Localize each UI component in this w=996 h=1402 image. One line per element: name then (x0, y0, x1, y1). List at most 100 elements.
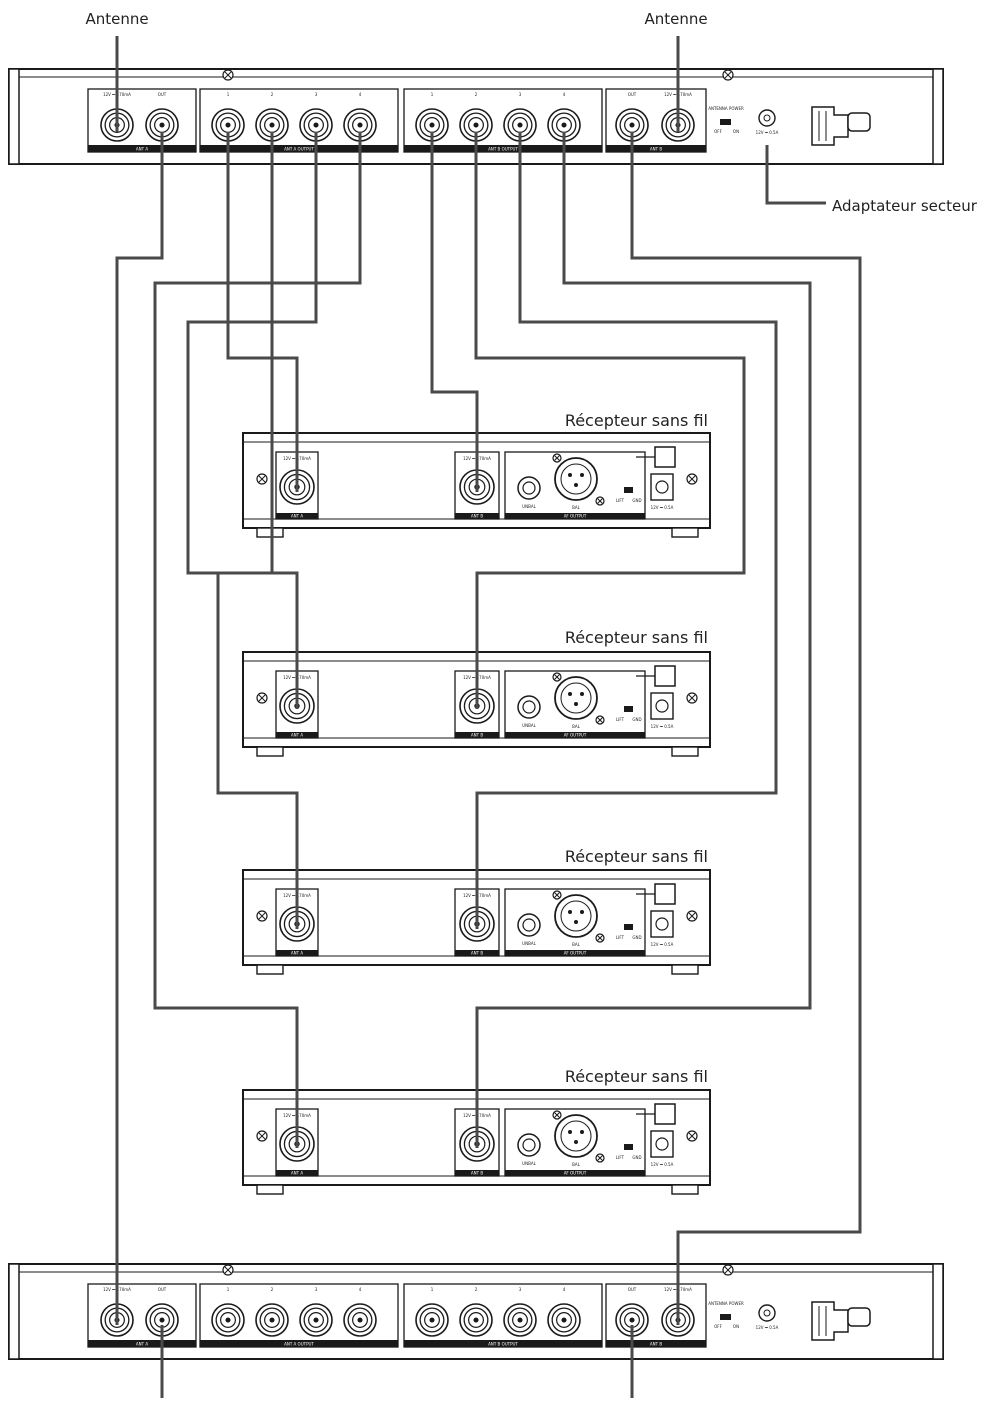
output-a-connector-1-pin (225, 1317, 231, 1323)
receiver-foot-left (256, 1184, 284, 1195)
af-output-label-bar-text: AF OUTPUT (564, 514, 587, 519)
unbal-jack-inner (522, 1138, 536, 1152)
cable-cascade-b-out-to-in (630, 132, 862, 1325)
output-b-connector-2-pin (473, 1317, 479, 1323)
cable-clamp (811, 1301, 871, 1341)
clamp-plug (847, 112, 871, 132)
receiver-screw-right (686, 473, 698, 485)
xlr-release-screw (595, 933, 605, 943)
xlr-release-screw-slot2 (597, 717, 603, 723)
clamp-body (811, 106, 849, 146)
output-b-connector-4-pin (561, 122, 567, 128)
receiver-dc-jack-hole (655, 480, 669, 494)
output-b-label-bar (404, 1340, 602, 1347)
output-a-number-1: 1 (227, 1287, 230, 1292)
output-a-connector-2 (255, 1303, 289, 1337)
clamp-plug (847, 1307, 871, 1327)
xlr-pin-2 (580, 910, 584, 914)
cable-out-a2-to-rx3-a (216, 132, 299, 929)
dc-in-pin (763, 1309, 771, 1317)
ground-lift-label: LIFT (616, 717, 625, 722)
output-a-label-bar (200, 1340, 398, 1347)
receiver-screw-left (256, 692, 268, 704)
af-output-label-bar (505, 950, 645, 956)
xlr-latch-screw-slot2 (554, 1112, 560, 1118)
ant-b-out-label: OUT (628, 92, 637, 97)
output-a-label-bar-text: ANT A OUTPUT (284, 147, 314, 152)
receiver-label-2: Récepteur sans fil (565, 628, 708, 647)
receiver-label-1: Récepteur sans fil (565, 411, 708, 430)
ant-b-label-bar-text: ANT B (650, 1342, 662, 1347)
receiver-ant-b-label-bar (455, 1170, 499, 1176)
output-b-number-3: 3 (519, 92, 522, 97)
output-b-connector-2 (459, 1303, 493, 1337)
xlr-pin-1 (568, 692, 572, 696)
output-a-connector-2-pin (269, 122, 275, 128)
booster-on-label: ON (733, 1324, 739, 1329)
receiver-screw-right-slot2 (688, 912, 696, 920)
output-b-connector-3-pin (517, 1317, 523, 1323)
output-a-connector-3-pin (313, 1317, 319, 1323)
distributor-screw-right-slot2 (724, 1266, 732, 1274)
receiver-foot-right (671, 527, 699, 538)
output-b-connector-2-pin (473, 122, 479, 128)
cable-out-a1-to-rx1-a (226, 132, 299, 492)
output-a-connector-1 (211, 108, 245, 142)
receiver-ant-a-label-bar-text: ANT A (291, 733, 303, 738)
receiver-screw-left-slot2 (258, 694, 266, 702)
output-b-number-2: 2 (475, 92, 478, 97)
unbal-label: UNBAL (522, 504, 536, 509)
af-output-label-bar-text: AF OUTPUT (564, 1171, 587, 1176)
booster-off-label: OFF (714, 1324, 722, 1329)
receiver-screw-left-slot2 (258, 475, 266, 483)
receiver-label-3: Récepteur sans fil (565, 847, 708, 866)
xlr-connector-inner (560, 463, 592, 495)
receiver-screw-left (256, 1130, 268, 1142)
output-a-connector-2-pin (269, 1317, 275, 1323)
ground-gnd-label: GND (632, 935, 641, 940)
distributor-screw-right-slot2 (724, 71, 732, 79)
output-b-connector-4 (547, 108, 581, 142)
ant-a-label-bar (88, 1340, 196, 1347)
xlr-latch-screw-slot2 (554, 674, 560, 680)
output-b-connector-1-pin (429, 1317, 435, 1323)
af-output-label-bar-text: AF OUTPUT (564, 951, 587, 956)
receiver-foot-right (671, 1184, 699, 1195)
ant-a-out-connector (145, 1303, 179, 1337)
receiver-dc-label: 12V ⎓ 0.5A (651, 942, 674, 947)
ant-b-out-connector-pin (629, 122, 635, 128)
dc-in-label: 12V ⎓ 0.5A (756, 130, 779, 135)
xlr-pin-1 (568, 1130, 572, 1134)
receiver-ant-b-label-bar (455, 513, 499, 519)
distributor-ear-left (8, 68, 20, 165)
xlr-pin-2 (580, 1130, 584, 1134)
receiver-ant-b-label-bar-text: ANT B (471, 733, 483, 738)
output-b-number-1: 1 (431, 92, 434, 97)
xlr-pin-1 (568, 473, 572, 477)
booster-label: ANTENNA POWER (708, 1301, 744, 1306)
ground-lift-switch (624, 1144, 633, 1150)
bal-label: BAL (572, 505, 580, 510)
xlr-pin-3 (574, 483, 578, 487)
ground-gnd-label: GND (632, 1155, 641, 1160)
receiver-ant-b-label-bar (455, 732, 499, 738)
ground-lift-label: LIFT (616, 935, 625, 940)
ground-gnd-label: GND (632, 717, 641, 722)
cable-out-b2-to-rx2-b (474, 132, 746, 709)
xlr-release-screw-slot2 (597, 935, 603, 941)
output-a-connector-3-pin (313, 122, 319, 128)
booster-switch (720, 119, 731, 125)
receiver-dc-jack-hole (655, 699, 669, 713)
xlr-release-screw (595, 1153, 605, 1163)
output-a-number-4: 4 (359, 1287, 362, 1292)
xlr-latch-screw-slot2 (554, 892, 560, 898)
ant-a-label-bar (88, 145, 196, 152)
ground-lift-switch (624, 487, 633, 493)
xlr-connector-inner (560, 900, 592, 932)
receiver-cable-hook (654, 883, 676, 905)
output-a-connector-4 (343, 1303, 377, 1337)
output-b-label-bar (404, 145, 602, 152)
cable-power-lead (765, 145, 826, 205)
